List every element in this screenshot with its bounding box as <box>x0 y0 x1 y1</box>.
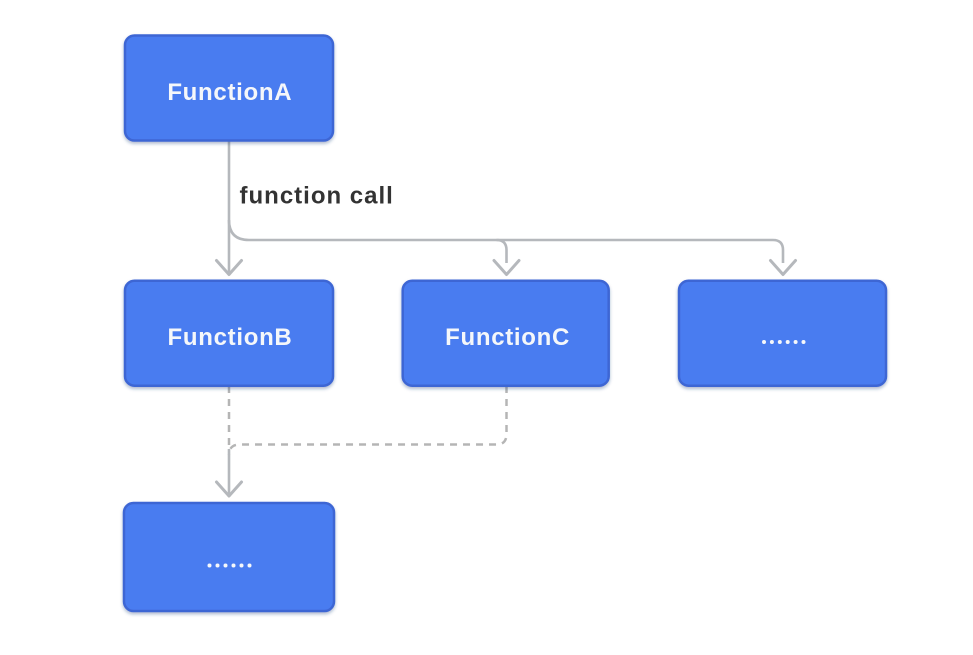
svg-text:FunctionC: FunctionC <box>445 324 570 351</box>
svg-text:FunctionA: FunctionA <box>167 79 292 106</box>
svg-text:FunctionB: FunctionB <box>168 324 293 351</box>
svg-text:function call: function call <box>240 183 394 210</box>
